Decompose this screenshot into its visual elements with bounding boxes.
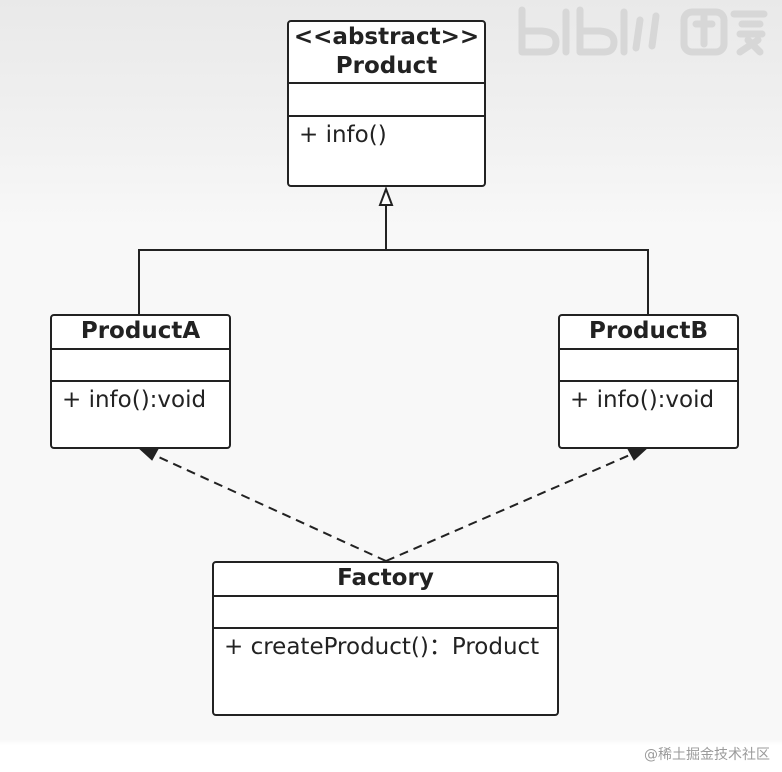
dependency-arrowhead-b <box>627 448 648 461</box>
class-factory-methods: + createProduct()：Product <box>214 629 557 665</box>
class-product-a-name: ProductA <box>80 318 201 344</box>
class-product-b-attributes <box>560 350 737 382</box>
dependency-arrowhead-a <box>138 448 159 461</box>
footer-watermark: @稀土掘金技术社区 <box>644 747 770 763</box>
class-product-a[interactable]: ProductA + info():void <box>50 314 231 449</box>
class-product-b-name: ProductB <box>589 318 708 344</box>
dependency-factory-to-product-b <box>385 448 648 562</box>
class-factory-attributes <box>214 597 557 629</box>
dependency-line-b <box>385 453 633 562</box>
bilibili-logo-watermark <box>518 6 768 56</box>
dependency-line-a <box>151 453 387 562</box>
class-product-header: <<abstract>> Product <box>289 22 484 84</box>
dependency-factory-to-product-a <box>138 448 387 562</box>
class-product-stereotype: <<abstract>> <box>293 24 480 50</box>
class-factory-method: + createProduct()：Product <box>224 634 540 660</box>
class-product-methods: + info() <box>289 117 484 153</box>
class-product-method: + info() <box>299 122 387 148</box>
class-product-b-method: + info():void <box>570 387 715 413</box>
class-product-b-methods: + info():void <box>560 382 737 418</box>
generalization-line <box>138 249 649 316</box>
class-product-b[interactable]: ProductB + info():void <box>558 314 739 449</box>
class-product-b-header: ProductB <box>560 316 737 350</box>
generalization-arrowhead <box>378 186 394 206</box>
class-product-a-attributes <box>52 350 229 382</box>
class-product-name: Product <box>335 53 438 79</box>
class-product-a-methods: + info():void <box>52 382 229 418</box>
generalization-connector <box>138 186 649 316</box>
class-product-a-header: ProductA <box>52 316 229 350</box>
class-product-a-method: + info():void <box>62 387 207 413</box>
class-product[interactable]: <<abstract>> Product + info() <box>287 20 486 187</box>
class-factory-header: Factory <box>214 563 557 597</box>
class-product-attributes <box>289 84 484 117</box>
class-factory-name: Factory <box>337 565 434 591</box>
class-factory[interactable]: Factory + createProduct()：Product <box>212 561 559 716</box>
